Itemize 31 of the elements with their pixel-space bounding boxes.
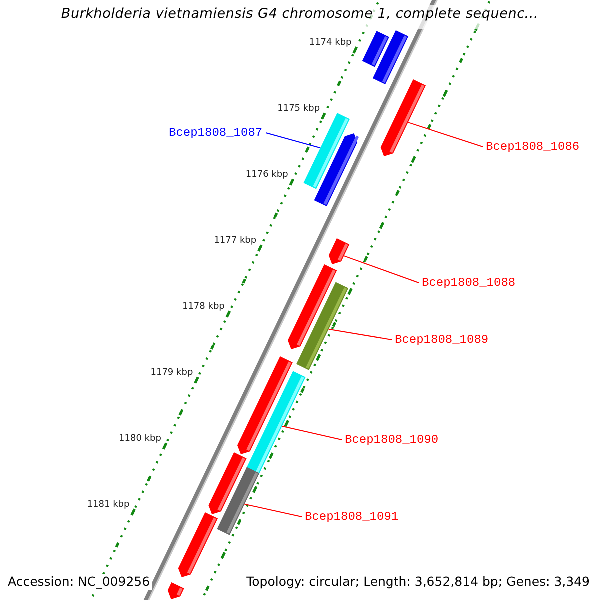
gene-label: Bcep1808_1089 [395,333,489,347]
gene-glyph [217,467,260,536]
gene-glyph [178,512,218,578]
gene-glyph [380,80,426,156]
leader-line [282,426,342,440]
position-label: 1181 kbp [87,500,130,512]
gene-label: Bcep1808_1091 [305,510,399,524]
gene-glyph [328,238,350,264]
position-label: 1174 kbp [309,38,352,50]
leader-line [408,122,484,148]
position-label: 1178 kbp [182,302,225,314]
position-label: 1176 kbp [246,170,288,182]
gene-glyph [372,30,409,84]
position-label: 1177 kbp [214,236,257,248]
gene-glyph [296,282,349,370]
gene-glyph [246,371,306,476]
leader-line [244,504,302,518]
leader-line [328,328,392,340]
gene-glyph [314,134,360,206]
position-label: 1180 kbp [119,434,162,446]
footer-text: Topology: circular; Length: 3,652,814 bp; Genes: 3,349 [244,574,592,590]
position-label: 1179 kbp [150,368,194,380]
gene-glyph [168,582,184,600]
gene-label: Bcep1808_1086 [486,140,580,154]
leader-line [266,132,322,149]
position-label: 1175 kbp [278,104,320,116]
gene-label: Bcep1808_1088 [422,276,516,290]
gene-label: Bcep1808_1090 [345,433,439,447]
leader-line [344,256,420,284]
footer-text: Accession: NC_009256 [6,574,152,590]
gene-label: Bcep1808_1087 [169,126,263,140]
